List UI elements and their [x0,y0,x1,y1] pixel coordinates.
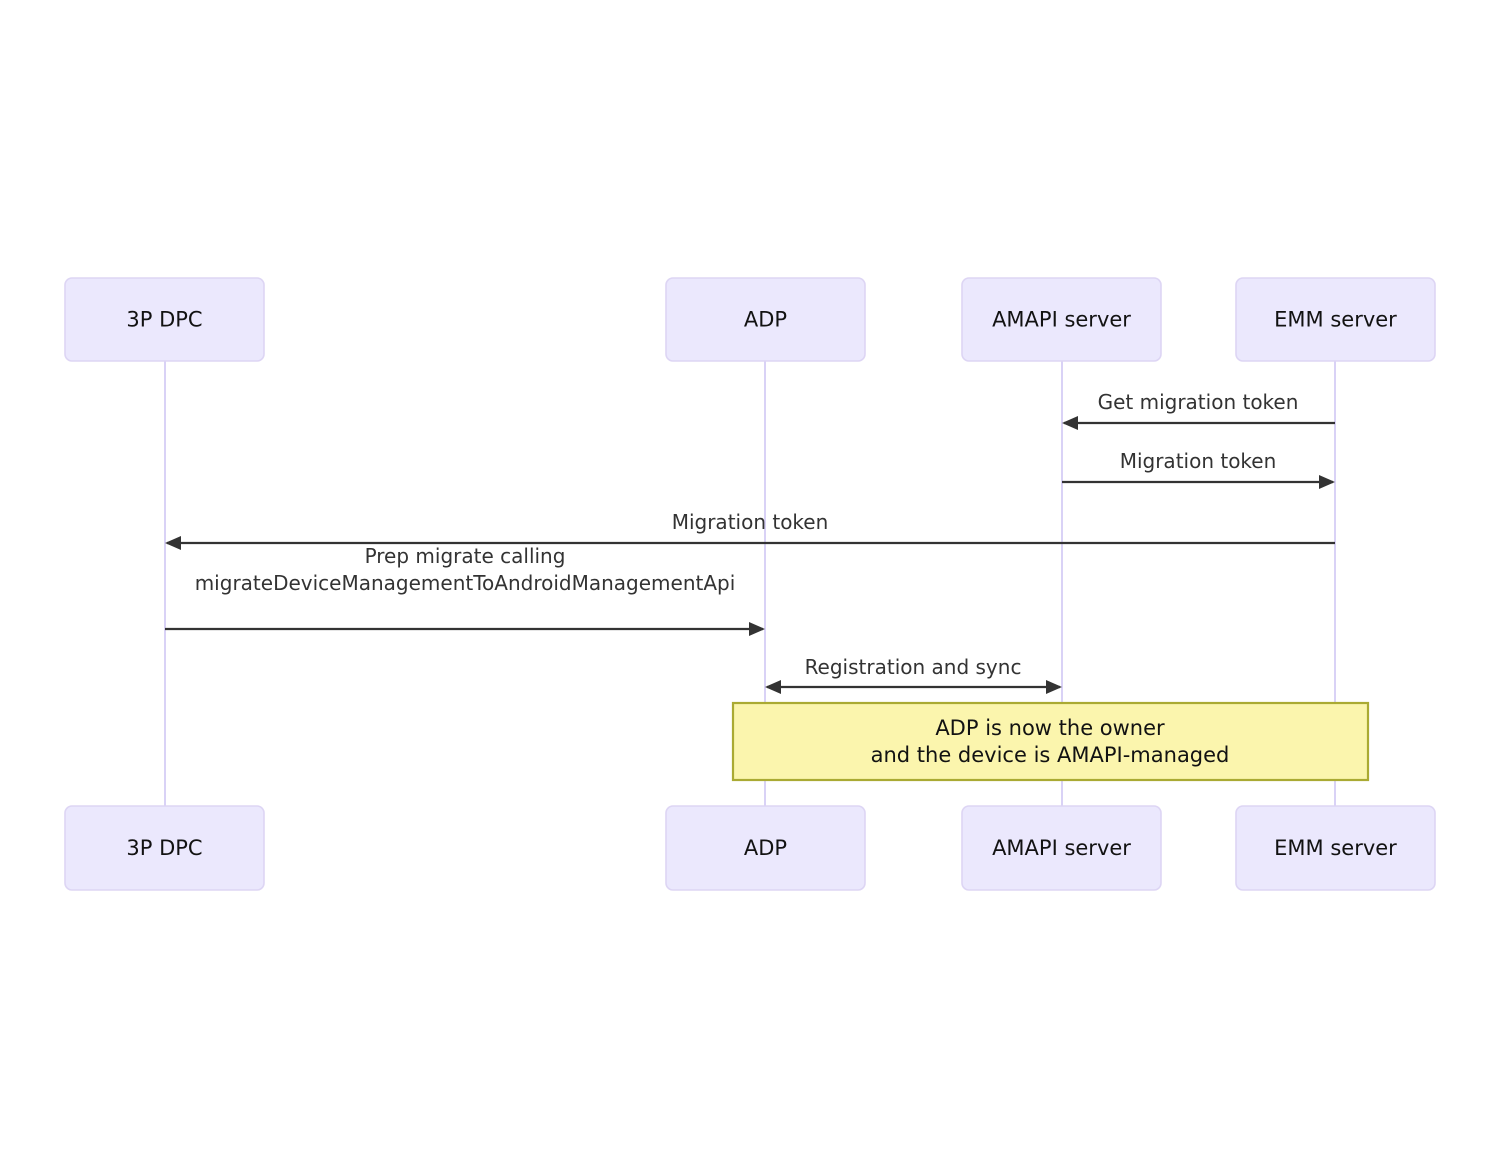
participant-dpc-bottom[interactable]: 3P DPC [64,805,265,891]
participant-adp-top[interactable]: ADP [665,277,866,362]
message-m1: Get migration token [1062,390,1335,430]
note-n1: ADP is now the owner and the device is AM… [731,701,1370,782]
participant-label: AMAPI server [992,836,1131,860]
participant-box [665,277,866,362]
message-label: Registration and sync [805,655,1022,679]
arrowhead-icon [165,536,181,550]
message-m2: Migration token [1062,449,1335,489]
participant-emm-top[interactable]: EMM server [1235,277,1436,362]
message-label: Migration token [672,510,829,534]
message-label: Get migration token [1098,390,1299,414]
participant-label: AMAPI server [992,308,1131,332]
message-label: Migration token [1120,449,1277,473]
arrowhead-icon [749,622,765,636]
participant-box [665,805,866,891]
participant-box [64,805,265,891]
participant-label: 3P DPC [126,308,202,332]
participant-amapi-top[interactable]: AMAPI server [961,277,1162,362]
participant-box [1235,277,1436,362]
participant-amapi-bottom[interactable]: AMAPI server [961,805,1162,891]
note-label-line: and the device is AMAPI-managed [871,743,1230,767]
message-m4: Prep migrate calling migrateDeviceManagem… [165,544,765,636]
note-label-line: ADP is now the owner [935,716,1165,740]
arrowhead-icon [1062,416,1078,430]
arrowhead-icon [765,680,781,694]
participant-box [64,277,265,362]
message-m3: Migration token [165,510,1335,550]
participant-box [961,805,1162,891]
participant-label: ADP [744,836,787,860]
arrowhead-icon [1046,680,1062,694]
participant-adp-bottom[interactable]: ADP [665,805,866,891]
participant-box [1235,805,1436,891]
message-label: migrateDeviceManagementToAndroidManageme… [195,571,736,595]
arrowhead-icon [1319,475,1335,489]
participant-emm-bottom[interactable]: EMM server [1235,805,1436,891]
participant-box [961,277,1162,362]
participant-label: 3P DPC [126,836,202,860]
message-m5: Registration and sync [765,655,1062,694]
note-box [731,701,1370,782]
participant-dpc-top[interactable]: 3P DPC [64,277,265,362]
notes-group: ADP is now the owner and the device is AM… [731,701,1370,782]
participant-label: EMM server [1274,836,1397,860]
message-label: Prep migrate calling [365,544,566,568]
participant-label: EMM server [1274,308,1397,332]
participant-label: ADP [744,308,787,332]
